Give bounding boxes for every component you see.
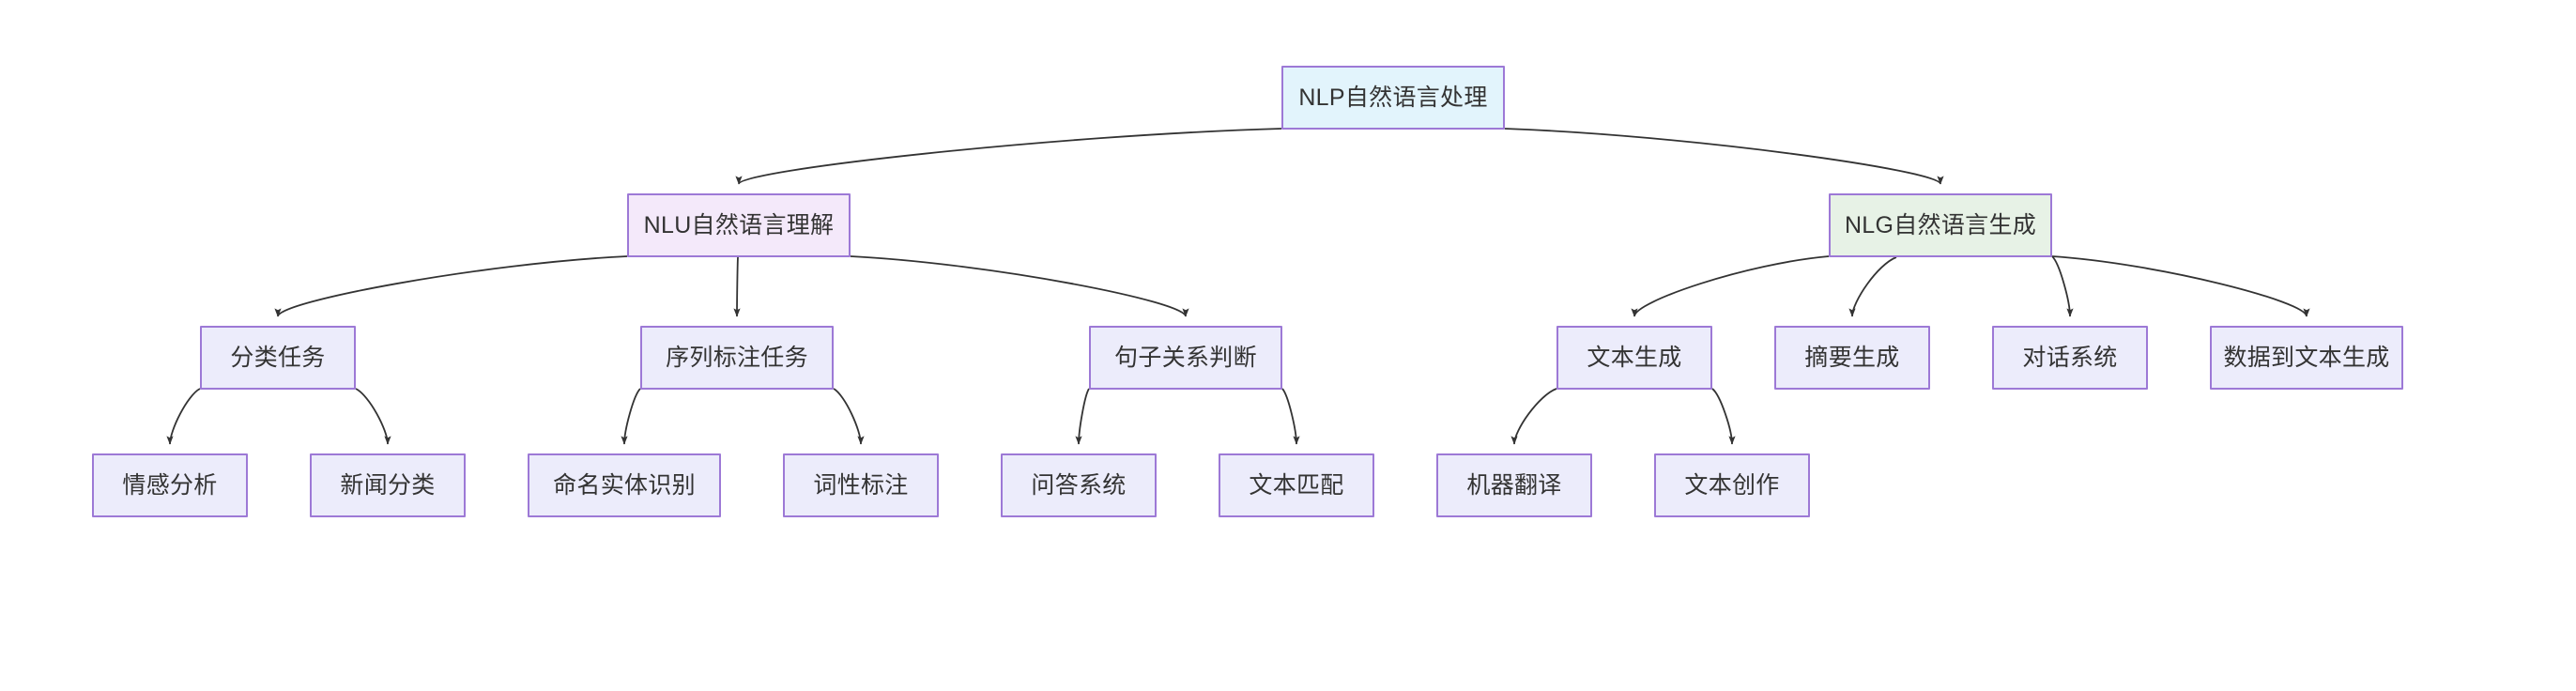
node-label: 摘要生成	[1804, 344, 1900, 371]
node-ner[interactable]: 命名实体识别	[528, 453, 721, 517]
edge-seqlabel-to-pos	[833, 388, 865, 445]
edge-nlp-to-nlg	[1504, 128, 1944, 185]
node-dialogue[interactable]: 对话系统	[1992, 326, 2148, 390]
node-label: NLP自然语言处理	[1298, 84, 1488, 111]
edge-nlu-to-sentrel	[850, 255, 1189, 317]
node-label: 新闻分类	[340, 471, 436, 499]
edge-nlu-to-seqlabel	[733, 256, 741, 317]
node-label: 对话系统	[2022, 344, 2118, 371]
node-mt[interactable]: 机器翻译	[1436, 453, 1592, 517]
node-label: 命名实体识别	[553, 471, 696, 499]
node-seqlabel[interactable]: 序列标注任务	[640, 326, 834, 390]
node-sentrel[interactable]: 句子关系判断	[1089, 326, 1282, 390]
node-data2text[interactable]: 数据到文本生成	[2210, 326, 2403, 390]
edge-nlp-to-nlu	[735, 128, 1282, 185]
node-qa[interactable]: 问答系统	[1001, 453, 1157, 517]
node-label: 文本匹配	[1249, 471, 1344, 499]
node-summary[interactable]: 摘要生成	[1774, 326, 1930, 390]
edge-nlg-to-summary	[1848, 256, 1897, 317]
node-label: 文本生成	[1587, 344, 1682, 371]
node-label: 问答系统	[1031, 471, 1127, 499]
node-textmatch[interactable]: 文本匹配	[1219, 453, 1374, 517]
node-label: 文本创作	[1684, 471, 1780, 499]
node-label: NLU自然语言理解	[643, 211, 835, 238]
node-creative[interactable]: 文本创作	[1654, 453, 1810, 517]
node-label: 机器翻译	[1466, 471, 1562, 499]
edge-seqlabel-to-ner	[621, 388, 641, 445]
node-sentiment[interactable]: 情感分析	[92, 453, 248, 517]
edge-sentrel-to-qa	[1075, 388, 1090, 445]
node-label: 情感分析	[122, 471, 218, 499]
edge-classify-to-sentiment	[166, 388, 201, 445]
edge-nlu-to-classify	[274, 255, 628, 317]
edge-paths	[166, 128, 2310, 445]
node-nlp[interactable]: NLP自然语言处理	[1281, 66, 1505, 130]
node-pos[interactable]: 词性标注	[783, 453, 939, 517]
node-nlg[interactable]: NLG自然语言生成	[1829, 193, 2052, 257]
node-label: 句子关系判断	[1114, 344, 1257, 371]
edge-nlg-to-textgen	[1631, 255, 1830, 317]
node-textgen[interactable]: 文本生成	[1556, 326, 1712, 390]
edge-classify-to-newscls	[355, 388, 391, 445]
node-label: 数据到文本生成	[2223, 344, 2390, 371]
edge-nlg-to-dialogue	[2051, 255, 2074, 317]
node-label: 分类任务	[230, 344, 326, 371]
node-label: 词性标注	[813, 471, 909, 499]
edge-sentrel-to-textmatch	[1281, 388, 1300, 445]
edge-textgen-to-mt	[1510, 388, 1557, 445]
node-label: NLG自然语言生成	[1844, 211, 2037, 238]
node-newscls[interactable]: 新闻分类	[310, 453, 466, 517]
node-classify[interactable]: 分类任务	[200, 326, 356, 390]
node-nlu[interactable]: NLU自然语言理解	[627, 193, 851, 257]
edge-textgen-to-creative	[1711, 388, 1736, 445]
edge-nlg-to-data2text	[2051, 255, 2310, 317]
node-label: 序列标注任务	[666, 344, 808, 371]
